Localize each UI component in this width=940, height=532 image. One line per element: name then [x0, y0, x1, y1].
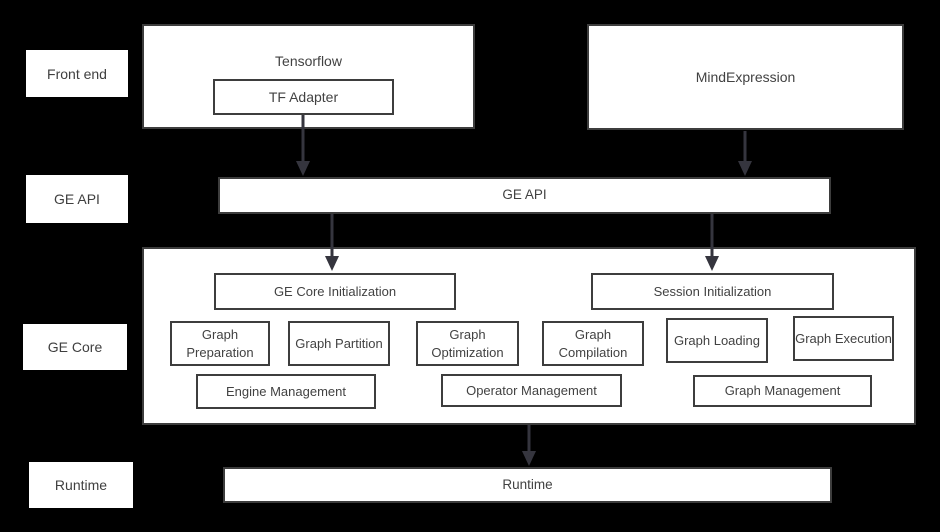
row-label-ge-api: GE API — [26, 175, 128, 223]
graph-management-box: Graph Management — [693, 375, 872, 407]
graph-optimization-box: Graph Optimization — [416, 321, 519, 366]
graph-loading-box: Graph Loading — [666, 318, 768, 363]
graph-preparation-box: Graph Preparation — [170, 321, 270, 366]
tensorflow-box: Tensorflow TF Adapter — [142, 24, 475, 129]
ge-api-bar: GE API — [218, 177, 831, 214]
arrow-ge-core-to-runtime — [522, 425, 536, 466]
graph-execution-box: Graph Execution — [793, 316, 894, 361]
mindexpression-box: MindExpression — [587, 24, 904, 130]
graph-partition-box: Graph Partition — [288, 321, 390, 366]
ge-core-initialization-box: GE Core Initialization — [214, 273, 456, 310]
operator-management-box: Operator Management — [441, 374, 622, 407]
ge-core-box: GE Core Initialization Session Initializ… — [142, 247, 916, 425]
runtime-bar: Runtime — [223, 467, 832, 503]
row-label-ge-core: GE Core — [23, 324, 127, 370]
session-initialization-box: Session Initialization — [591, 273, 834, 310]
graph-compilation-box: Graph Compilation — [542, 321, 644, 366]
tf-adapter-box: TF Adapter — [213, 79, 394, 115]
arrow-mindexpression-to-ge-api — [738, 131, 752, 176]
engine-management-box: Engine Management — [196, 374, 376, 409]
row-label-front-end: Front end — [26, 50, 128, 97]
tensorflow-label: Tensorflow — [275, 53, 342, 69]
row-label-runtime: Runtime — [29, 462, 133, 508]
